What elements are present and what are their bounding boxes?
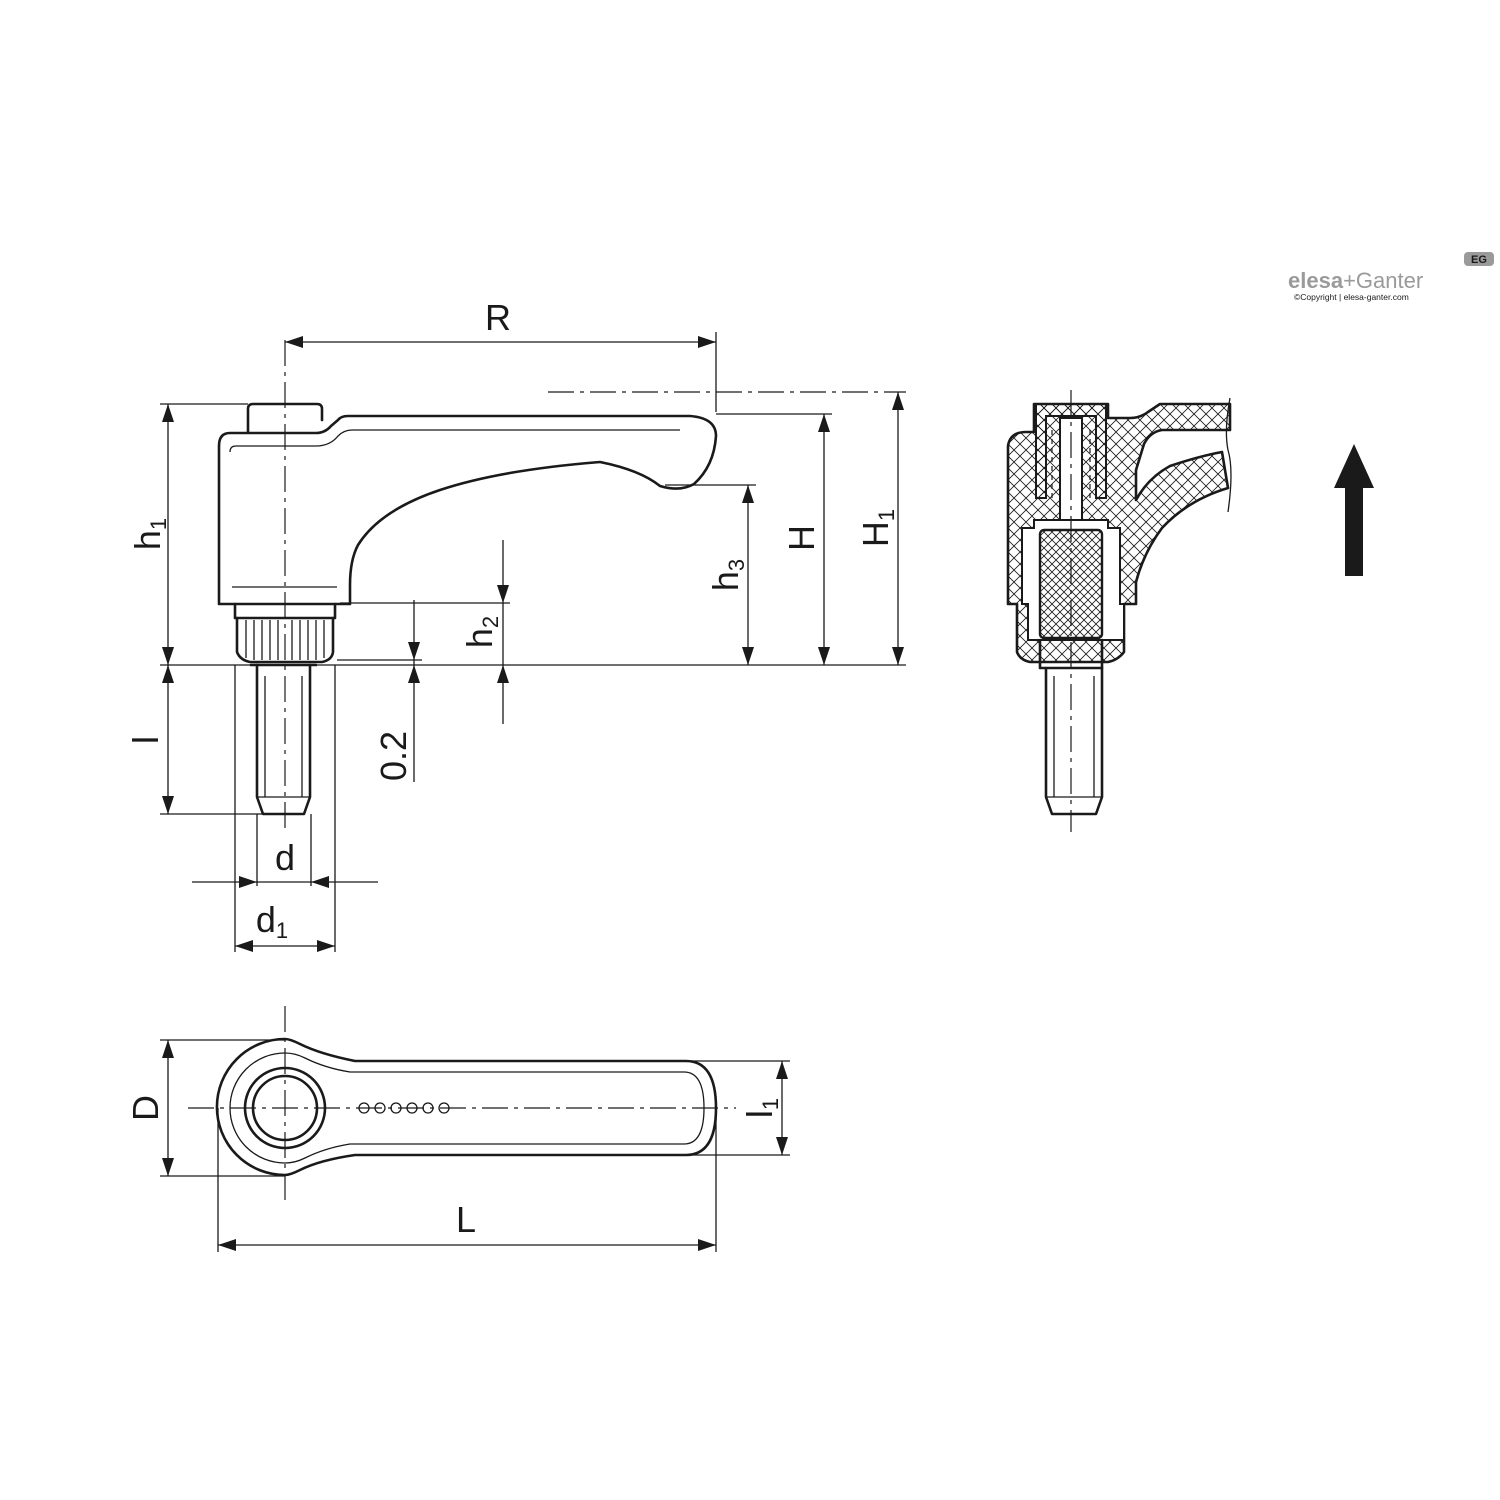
label-gap: 0.2 [373, 731, 414, 781]
label-D: D [125, 1095, 166, 1121]
logo-copyright: ©Copyright | elesa-ganter.com [1294, 292, 1409, 302]
logo-badge-text: EG [1471, 254, 1487, 266]
svg-text:H1: H1 [855, 509, 899, 547]
label-H: H [781, 525, 822, 551]
section-view [1006, 390, 1232, 832]
logo-badge [1464, 252, 1494, 266]
svg-text:0.2: 0.2 [373, 731, 414, 781]
svg-text:h1: h1 [127, 518, 171, 550]
top-view [188, 1006, 736, 1206]
label-d1: d1 [256, 899, 288, 943]
svg-text:D: D [125, 1095, 166, 1121]
label-h2: h2 [459, 616, 503, 648]
logo-text: elesa+Ganter [1288, 268, 1423, 293]
label-l1: l1 [739, 1098, 783, 1118]
label-h1: h1 [127, 518, 171, 550]
knurled-hub [235, 616, 335, 664]
spring-pin [1059, 417, 1083, 521]
arrows-gap [408, 642, 420, 683]
arrows-h3 [742, 485, 754, 665]
top-view-inner-outline [229, 1052, 705, 1164]
button-cap [1035, 403, 1107, 499]
side-view [217, 340, 718, 830]
label-R: R [485, 297, 511, 338]
top-view-outline [215, 1037, 718, 1177]
label-L: L [456, 1199, 476, 1240]
elesa-ganter-logo: elesa+Ganter EG ©Copyright | elesa-gante… [1288, 252, 1494, 302]
svg-text:l1: l1 [739, 1098, 783, 1118]
section-threaded-stud [1044, 666, 1104, 816]
arrows-d [239, 876, 329, 888]
knurl-lines [245, 620, 325, 660]
lever-body [217, 414, 718, 606]
label-l: l [125, 736, 166, 744]
svg-text:l: l [125, 736, 166, 744]
svg-text:H: H [781, 525, 822, 551]
up-arrow-icon [1334, 444, 1374, 576]
arrows-l [162, 665, 174, 814]
label-h3: h3 [705, 559, 749, 591]
label-d: d [275, 837, 295, 878]
label-H1: H1 [855, 509, 899, 547]
break-line [1225, 397, 1232, 513]
lever-inner-contour [229, 429, 680, 453]
side-dimensions: R h1 l h2 0.2 [125, 297, 906, 952]
top-dimensions: D l1 L [125, 1039, 790, 1252]
svg-text:h3: h3 [705, 559, 749, 591]
svg-text:h2: h2 [459, 616, 503, 648]
